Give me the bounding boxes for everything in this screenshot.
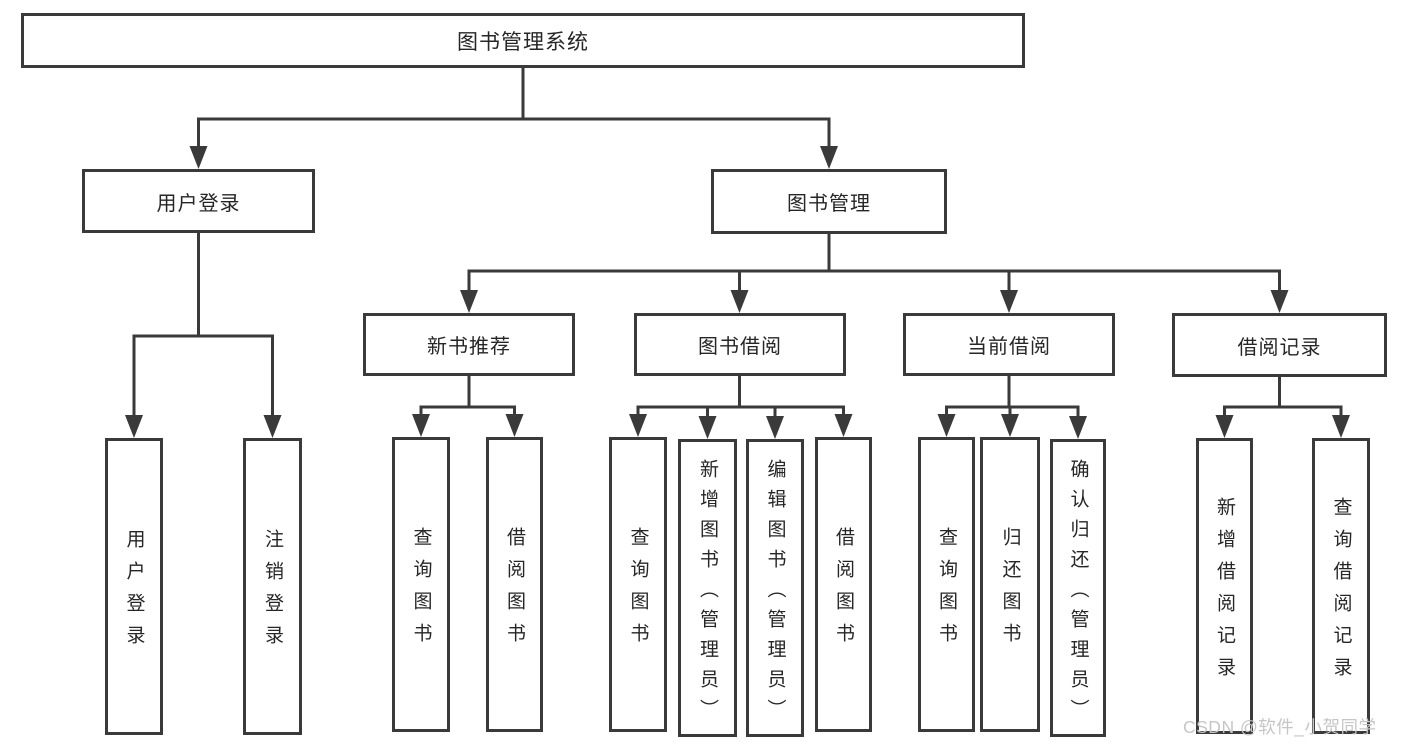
connector-newbook-children <box>419 374 516 417</box>
connector-borrowrecords-children <box>1223 374 1343 417</box>
node-label: 查询图书 <box>936 527 957 655</box>
connector-bookmgmt-to-level3 <box>467 232 1281 294</box>
connector-currentborrow-children <box>945 374 1080 419</box>
node-label: 查询图书 <box>410 527 432 655</box>
arrowheads-userlogin-children <box>125 415 282 438</box>
node-user-login: 用户登录 <box>82 169 315 233</box>
node-label: 借阅图书 <box>504 527 525 655</box>
node-label: 图书管理 <box>787 193 871 215</box>
node-label: 归还图书 <box>999 527 1021 655</box>
node-label: 新增图书（管理员） <box>697 458 718 729</box>
node-label: 注销登录 <box>262 529 283 657</box>
node-borrow-books-borrow: 借阅图书 <box>815 437 872 732</box>
csdn-watermark: CSDN @软件_小贺同学 <box>1183 717 1377 737</box>
node-label: 当前借阅 <box>967 336 1051 358</box>
node-label: 查询图书 <box>627 527 649 655</box>
arrowheads-level3 <box>460 290 1289 313</box>
arrowheads-bookborrow-children <box>629 414 853 439</box>
arrowheads-currentborrow-children <box>937 414 1087 439</box>
node-label: 图书管理系统 <box>457 30 589 54</box>
node-add-borrow-record: 新增借阅记录 <box>1196 438 1253 734</box>
node-label: 图书借阅 <box>698 336 782 358</box>
node-current-borrow: 当前借阅 <box>903 313 1115 376</box>
node-library-system-root: 图书管理系统 <box>21 13 1025 68</box>
node-book-management: 图书管理 <box>711 169 947 234</box>
arrowheads-newbook-children <box>412 414 524 437</box>
node-query-books-current: 查询图书 <box>918 437 975 732</box>
node-label: 借阅图书 <box>833 527 854 655</box>
node-label: 新增借阅记录 <box>1214 496 1235 689</box>
node-query-books-borrow: 查询图书 <box>609 437 667 732</box>
arrowheads-level2 <box>189 146 838 169</box>
node-label: 确认归还（管理员） <box>1067 458 1089 729</box>
node-label: 编辑图书（管理员） <box>764 458 786 729</box>
connector-bookborrow-children <box>636 374 845 419</box>
connector-userlogin-children <box>132 232 274 417</box>
node-confirm-return-admin: 确认归还（管理员） <box>1050 439 1106 737</box>
node-user-login-action: 用户登录 <box>105 438 163 735</box>
node-edit-book-admin: 编辑图书（管理员） <box>746 439 804 737</box>
node-label: 用户登录 <box>156 192 241 215</box>
node-label: 查询借阅记录 <box>1330 496 1352 689</box>
node-logout-action: 注销登录 <box>243 438 302 735</box>
connector-root-to-level2 <box>197 66 831 150</box>
node-book-borrow: 图书借阅 <box>634 313 846 376</box>
node-label: 用户登录 <box>123 529 145 657</box>
arrowheads-borrowrecords-children <box>1215 415 1350 438</box>
node-query-borrow-record: 查询借阅记录 <box>1312 438 1370 734</box>
node-return-books: 归还图书 <box>980 437 1040 732</box>
node-new-book-recommend: 新书推荐 <box>363 313 575 376</box>
node-borrow-books-newbook: 借阅图书 <box>486 437 543 732</box>
node-label: 借阅记录 <box>1237 336 1322 359</box>
node-add-book-admin: 新增图书（管理员） <box>678 439 737 737</box>
node-borrow-records: 借阅记录 <box>1172 313 1387 377</box>
node-label: 新书推荐 <box>427 336 511 358</box>
node-query-books-newbook: 查询图书 <box>392 437 450 732</box>
